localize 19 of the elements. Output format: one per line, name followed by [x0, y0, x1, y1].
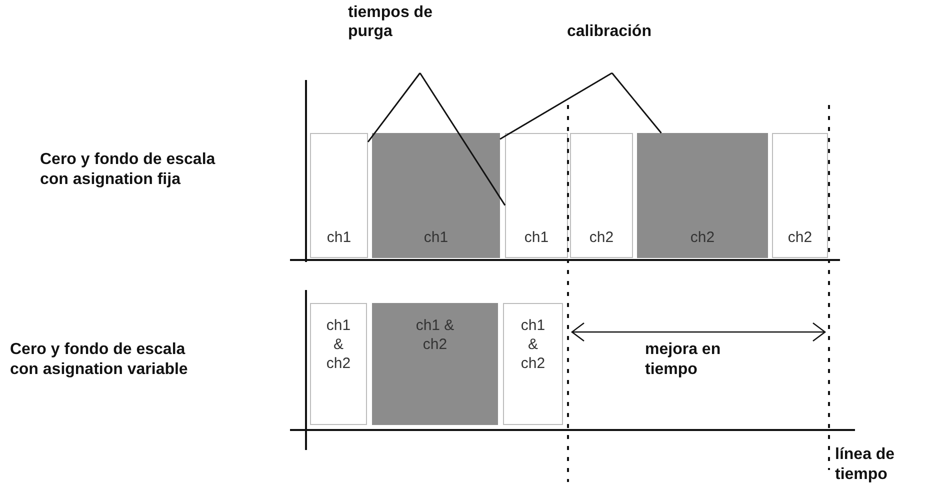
callout-label: tiempos de purga	[348, 3, 473, 73]
purge-block: ch1	[505, 133, 568, 258]
leader-line	[419, 72, 506, 206]
purge-block: ch2	[772, 133, 828, 258]
dimension-label: mejora en tiempo	[645, 340, 722, 380]
axis-label: línea de tiempo	[835, 445, 896, 485]
callout-label: calibración	[567, 22, 682, 73]
purge-block: ch2	[570, 133, 633, 258]
row-label: Cero y fondo de escala con asignation variable	[10, 340, 189, 380]
leader-line	[611, 72, 662, 134]
purge-block: ch1 & ch2	[503, 303, 563, 425]
leader-line	[500, 72, 612, 140]
purge-block: ch1 & ch2	[310, 303, 367, 425]
leader-line	[367, 72, 421, 142]
calibration-block: ch1	[372, 133, 500, 258]
calibration-block: ch2	[637, 133, 768, 258]
row-label: Cero y fondo de escala con asignation fija	[40, 150, 216, 190]
purge-block: ch1	[310, 133, 368, 258]
calibration-block: ch1 & ch2	[372, 303, 498, 425]
